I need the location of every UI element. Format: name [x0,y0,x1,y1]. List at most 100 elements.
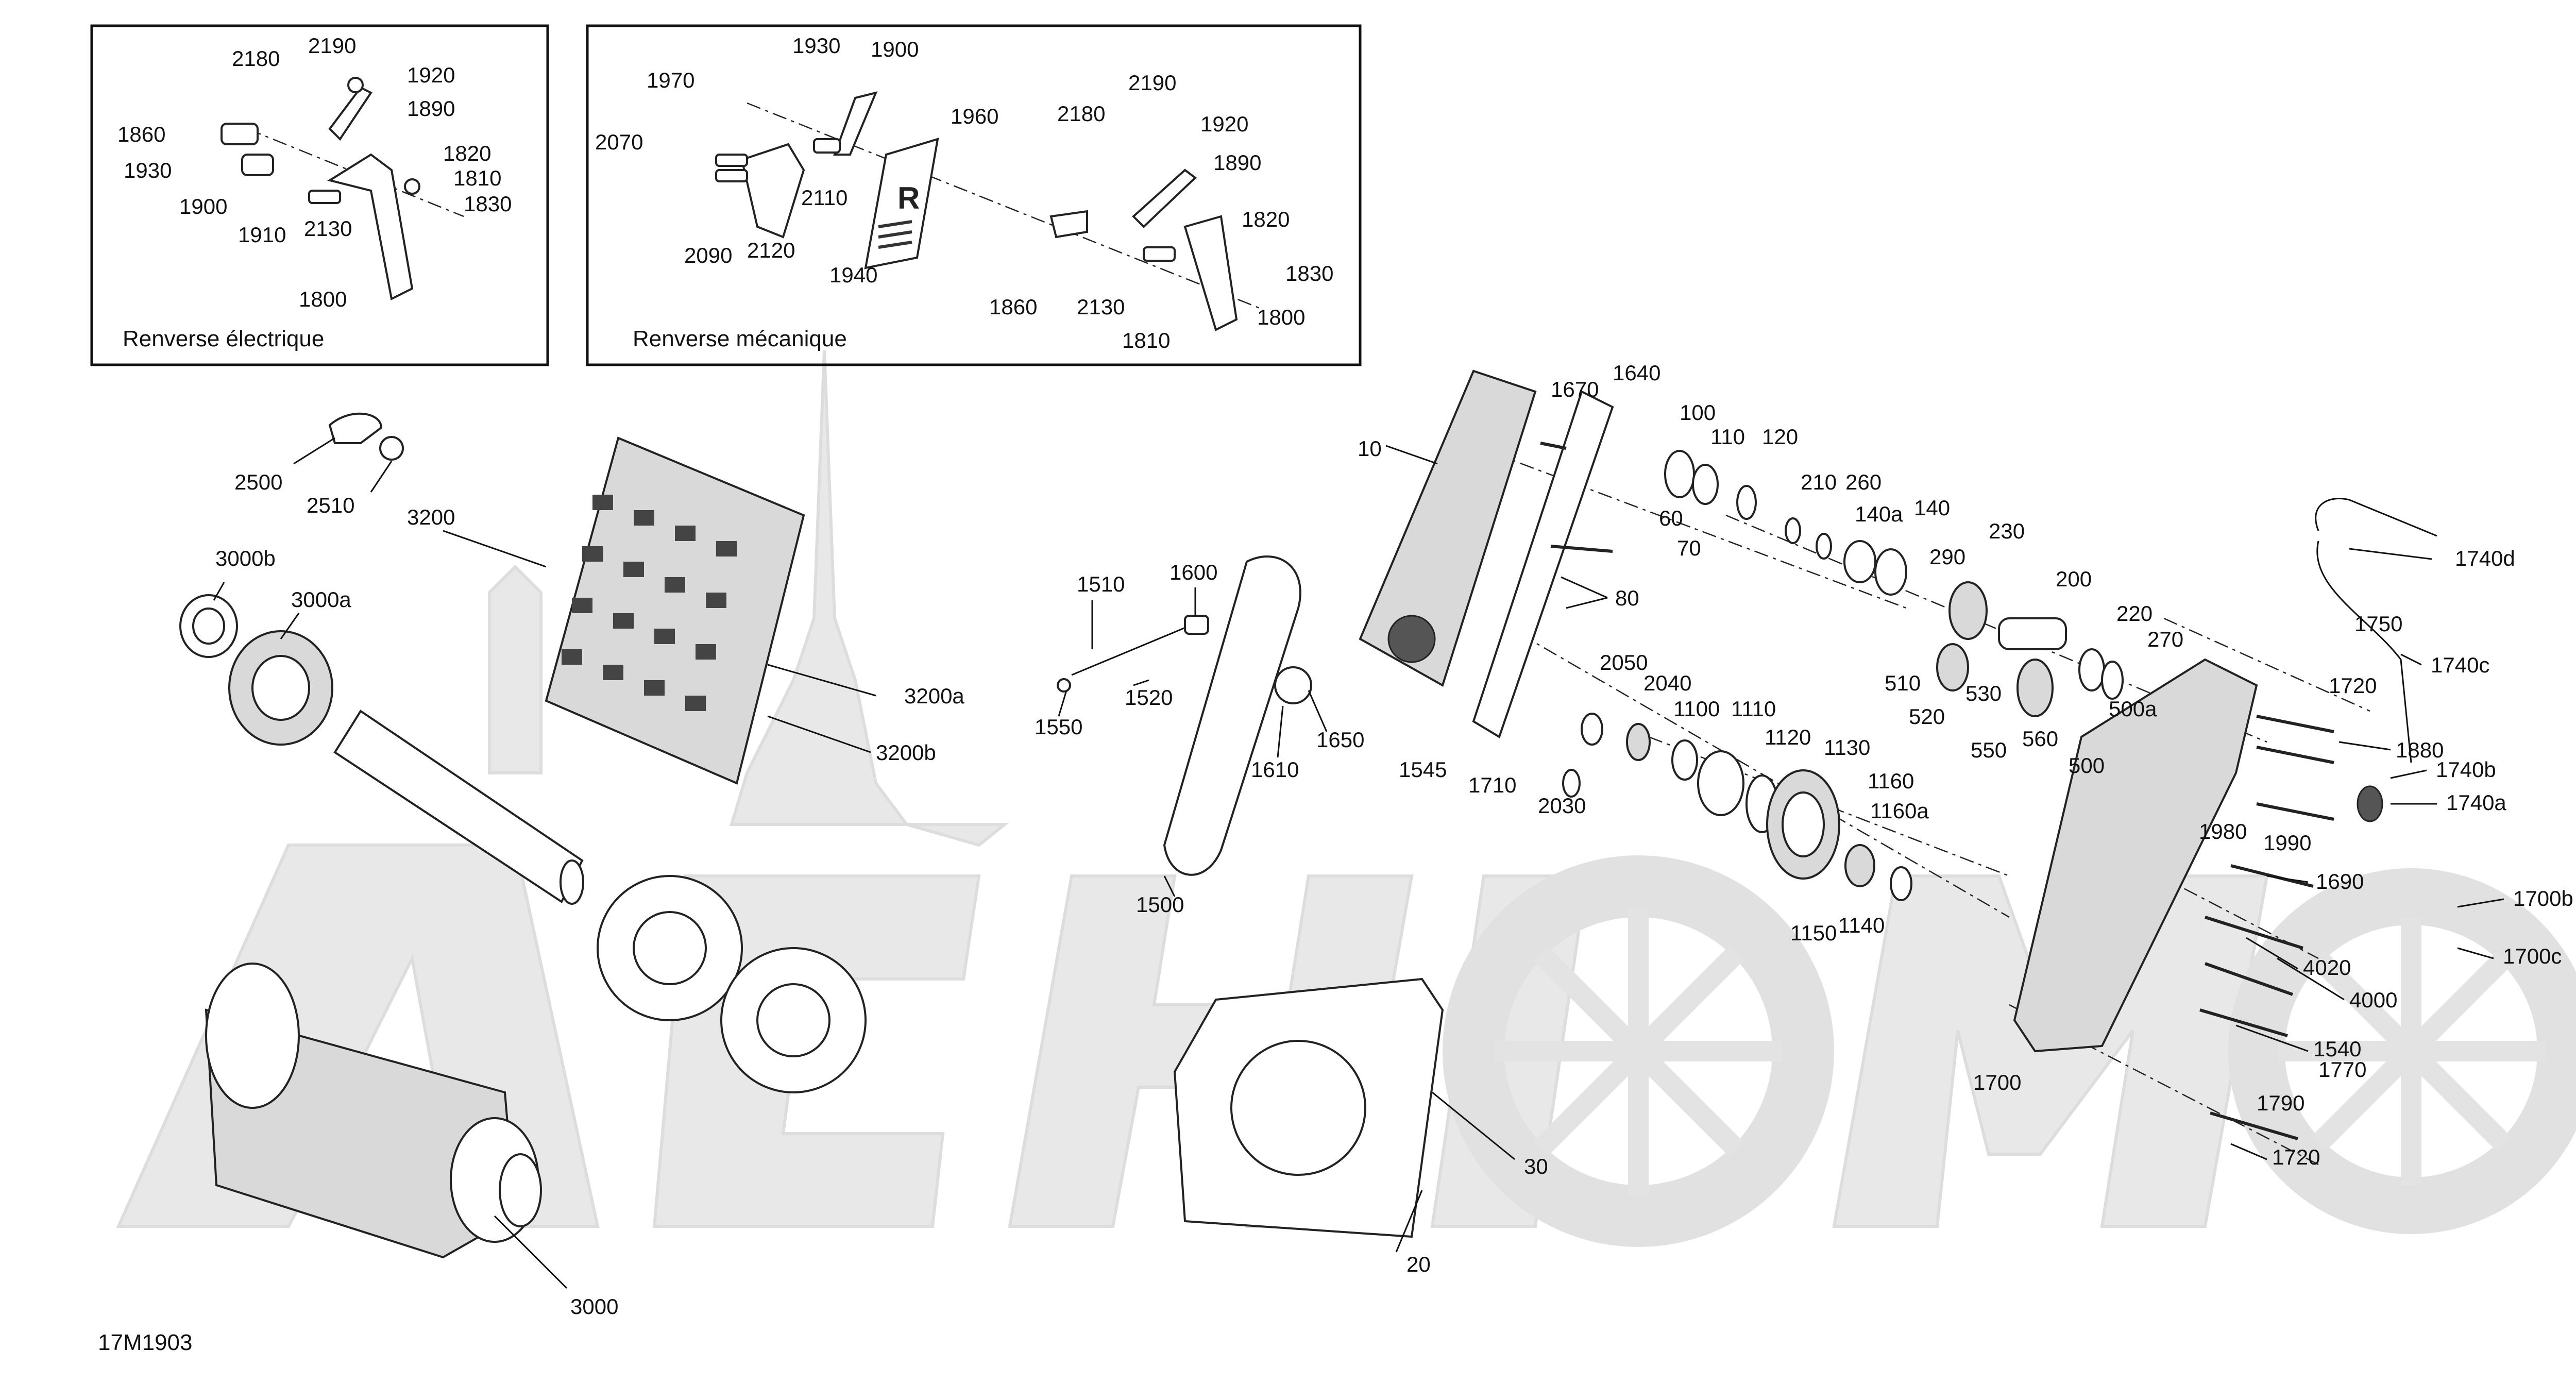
part-label-l1710: 1710 [1468,773,1516,797]
part-label-l270: 270 [2147,627,2183,651]
part-label-l1610: 1610 [1251,757,1299,782]
part-label-l1720b: 1720 [2272,1145,2320,1169]
part-label-e1890: 1890 [407,96,455,121]
part-label-l100: 100 [1680,400,1716,425]
part-label-m1960: 1960 [951,104,998,128]
part-label-m1900: 1900 [871,37,919,61]
part-label-e2190: 2190 [308,33,356,58]
part-label-l2040: 2040 [1643,671,1691,695]
part-label-l3000: 3000 [570,1294,618,1319]
mechanical-reverse-parts: R [715,91,1263,331]
part-label-l3200a: 3200a [904,684,964,708]
part-label-l70: 70 [1677,536,1701,560]
part-label-m2190: 2190 [1128,71,1176,95]
part-label-e1800: 1800 [299,287,347,311]
part-label-e1930: 1930 [124,158,172,182]
part-label-m2120: 2120 [747,238,795,262]
part-label-m2070: 2070 [595,130,643,154]
part-label-l560: 560 [2022,727,2058,751]
part-label-l500: 500 [2069,753,2105,778]
part-label-m1940: 1940 [829,263,877,287]
part-label-l1130: 1130 [1824,735,1870,760]
part-label-l1140: 1140 [1838,913,1885,937]
part-label-e1920: 1920 [407,63,455,87]
part-label-l110: 110 [1710,425,1745,449]
part-label-l1740b: 1740b [2436,757,2496,782]
lever-r-marking: R [897,181,920,215]
part-label-l500a: 500a [2109,697,2157,721]
part-label-m1890: 1890 [1213,150,1261,175]
leader-lines [213,437,2504,1289]
part-label-l1690: 1690 [2316,869,2364,893]
part-label-l60: 60 [1659,506,1683,530]
part-label-e1860: 1860 [117,122,165,146]
part-label-l1700b: 1700b [2513,886,2573,910]
part-label-l1520: 1520 [1125,685,1173,710]
part-label-l2510: 2510 [307,493,354,517]
part-label-l1980: 1980 [2199,819,2247,844]
part-label-l1160: 1160 [1868,769,1914,793]
part-label-m2130: 2130 [1077,295,1125,319]
part-label-l1740a: 1740a [2446,790,2506,815]
part-label-l140a: 140a [1855,502,1903,526]
part-label-l1120: 1120 [1765,725,1811,749]
part-label-l1100: 1100 [1673,697,1720,721]
track-shaft-parts [179,412,867,1259]
part-label-e1830: 1830 [464,192,512,216]
part-label-l290: 290 [1929,545,1965,569]
part-label-l530: 530 [1965,681,2002,705]
part-label-l1600: 1600 [1170,560,1217,584]
inset-mechanical-frame [586,24,1362,366]
part-label-l1770: 1770 [2318,1057,2366,1082]
inset-mechanical-caption: Renverse mécanique [633,326,847,351]
part-label-m1800: 1800 [1257,305,1305,329]
part-label-l1740c: 1740c [2431,653,2489,677]
part-label-m1930: 1930 [792,33,840,58]
part-label-l1750: 1750 [2354,612,2402,636]
part-label-l80: 80 [1615,586,1639,610]
part-label-l1650: 1650 [1316,728,1364,752]
part-label-l520: 520 [1909,704,1945,729]
part-label-l1740d: 1740d [2455,546,2515,570]
part-label-l220: 220 [2116,601,2153,626]
part-label-m2180: 2180 [1057,102,1105,126]
diagram-code: 17M1903 [98,1330,192,1355]
part-label-l1545: 1545 [1399,757,1447,782]
part-label-l2500: 2500 [234,470,282,494]
part-label-l140: 140 [1914,496,1950,520]
part-label-l4000: 4000 [2349,988,2397,1012]
part-label-l3000a: 3000a [291,587,351,612]
part-label-l1700c: 1700c [2503,944,2562,968]
part-label-l1670: 1670 [1551,377,1599,401]
part-label-e1820: 1820 [443,141,491,165]
part-label-l2050: 2050 [1600,650,1648,674]
part-label-l1880: 1880 [2396,738,2444,762]
part-label-l1500: 1500 [1136,892,1184,917]
part-label-l3200b: 3200b [876,740,936,765]
part-label-m1920: 1920 [1200,112,1248,136]
part-label-m2090: 2090 [684,243,732,267]
part-label-l1150: 1150 [1790,921,1837,945]
part-label-m1860: 1860 [989,295,1037,319]
part-label-l30: 30 [1524,1154,1548,1178]
part-label-l200: 200 [2056,567,2092,591]
part-label-e1910: 1910 [238,223,286,247]
inset-electric-frame [90,24,549,366]
electric-reverse-parts [221,77,464,300]
part-label-l1990: 1990 [2263,831,2311,855]
part-label-l1640: 1640 [1613,361,1660,385]
part-label-l20: 20 [1406,1252,1431,1276]
part-label-l1700: 1700 [1973,1070,2021,1094]
part-label-l1540: 1540 [2313,1037,2361,1061]
part-label-l120: 120 [1762,425,1798,449]
part-label-l2030: 2030 [1538,794,1586,818]
part-label-l1160a: 1160a [1870,799,1929,823]
part-label-m1820: 1820 [1242,207,1290,231]
part-label-e1810: 1810 [453,166,501,190]
part-label-l3000b: 3000b [215,546,276,570]
part-label-l510: 510 [1885,671,1921,695]
part-label-m2110: 2110 [801,185,848,210]
part-label-e2180: 2180 [232,46,280,71]
